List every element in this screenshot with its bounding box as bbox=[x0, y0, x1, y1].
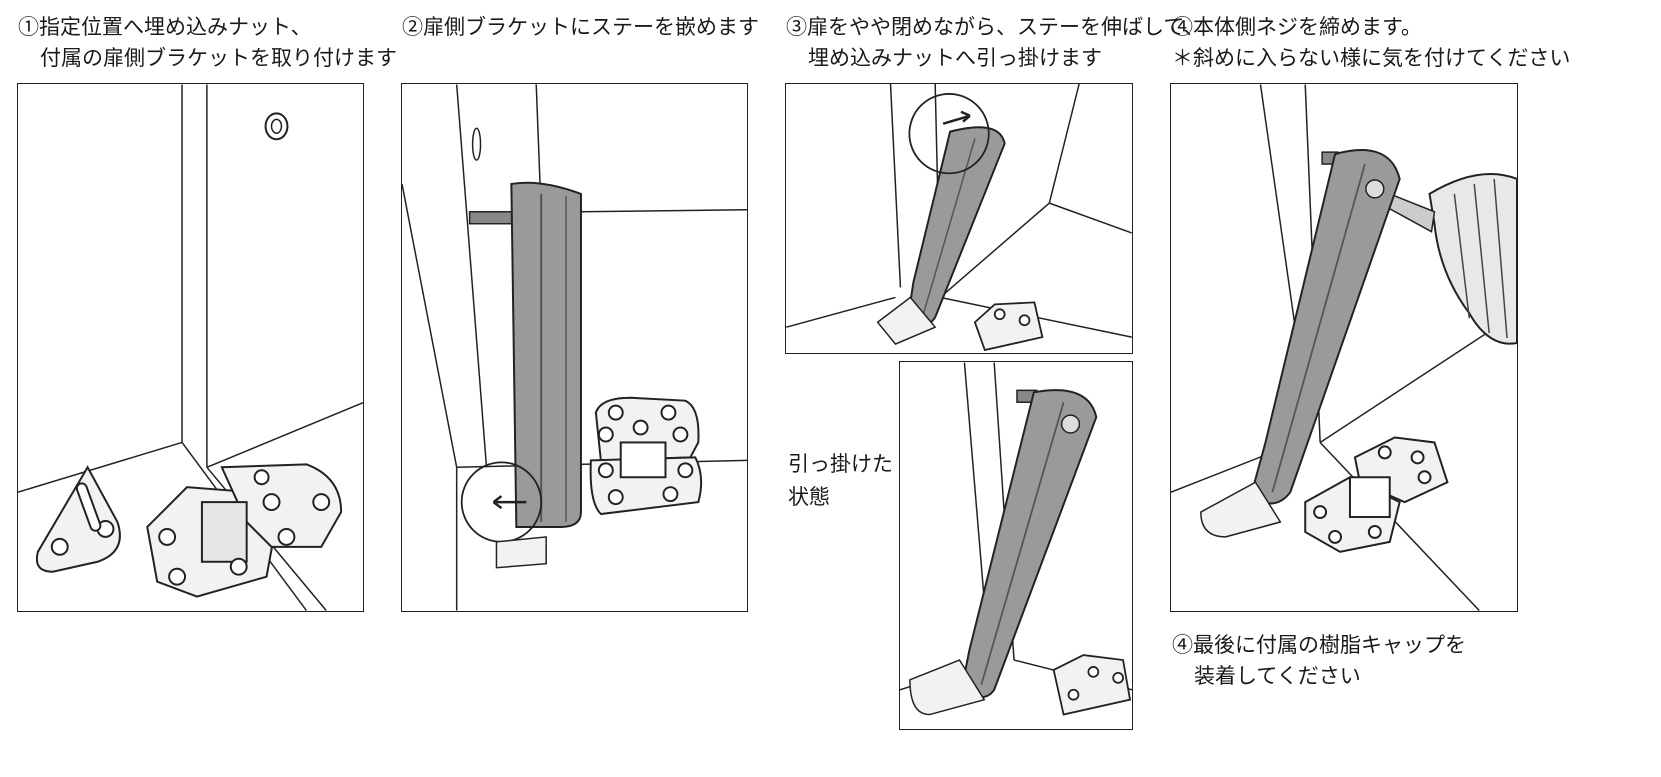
nut-hole-icon bbox=[264, 112, 289, 141]
step3-illustration-top bbox=[785, 83, 1133, 354]
step2-caption: ②扉側ブラケットにステーを嵌めます bbox=[402, 12, 759, 43]
step4-illustration bbox=[1170, 83, 1518, 612]
hooked-state-line1: 引っ掛けた bbox=[788, 452, 893, 476]
step1-line2: 付属の扉側ブラケットを取り付けます bbox=[40, 46, 397, 70]
hinge-bracket-icon bbox=[973, 301, 1044, 352]
step4-drawing bbox=[1171, 84, 1517, 611]
stay-arm-icon bbox=[906, 126, 1006, 328]
hooked-state-label: 引っ掛けた 状態 bbox=[788, 448, 893, 514]
step3-illustration-bottom bbox=[899, 361, 1133, 730]
detail-circle-icon bbox=[908, 93, 990, 175]
hinge-bracket-icon bbox=[589, 396, 703, 516]
step2-illustration bbox=[401, 83, 748, 612]
step1-illustration bbox=[17, 83, 364, 612]
step1-caption: ①指定位置へ埋め込みナット、 付属の扉側ブラケットを取り付けます bbox=[18, 12, 397, 74]
step1-drawing bbox=[18, 84, 363, 611]
step3-bottom-drawing bbox=[900, 362, 1132, 716]
step4-line1: ④本体側ネジを締めます。 bbox=[1172, 15, 1422, 39]
step5-caption: ④最後に付属の樹脂キャップを 装着してください bbox=[1172, 630, 1466, 692]
drill-icon bbox=[1388, 173, 1517, 345]
step2-line1: ②扉側ブラケットにステーを嵌めます bbox=[402, 15, 759, 39]
hinge-bracket-icon bbox=[1052, 654, 1132, 716]
step1-line1: ①指定位置へ埋め込みナット、 bbox=[18, 15, 312, 39]
stay-arm-icon bbox=[1249, 149, 1401, 505]
stay-arm-icon bbox=[468, 181, 582, 528]
step5-line2: 装着してください bbox=[1194, 664, 1361, 688]
step3-line2: 埋め込みナットへ引っ掛けます bbox=[808, 46, 1102, 70]
step4-line2: ＊斜めに入らない様に気を付けてください bbox=[1172, 46, 1571, 70]
stay-arm-icon bbox=[960, 389, 1098, 699]
small-bracket-icon bbox=[35, 465, 121, 573]
door-bracket-icon bbox=[146, 463, 343, 598]
step5-line1: ④最後に付属の樹脂キャップを bbox=[1172, 633, 1466, 657]
hinge-bracket-icon bbox=[1304, 436, 1449, 553]
step4-caption: ④本体側ネジを締めます。 ＊斜めに入らない様に気を付けてください bbox=[1172, 12, 1570, 74]
step3-line1: ③扉をやや閉めながら、ステーを伸ばして、 bbox=[786, 15, 1205, 39]
step2-drawing bbox=[402, 84, 747, 611]
step3-caption: ③扉をやや閉めながら、ステーを伸ばして、 埋め込みナットへ引っ掛けます bbox=[786, 12, 1204, 74]
hooked-state-line2: 状態 bbox=[788, 485, 830, 509]
step3-top-drawing bbox=[786, 84, 1132, 352]
arrow-icon bbox=[492, 495, 527, 510]
arrow-icon bbox=[942, 110, 971, 125]
